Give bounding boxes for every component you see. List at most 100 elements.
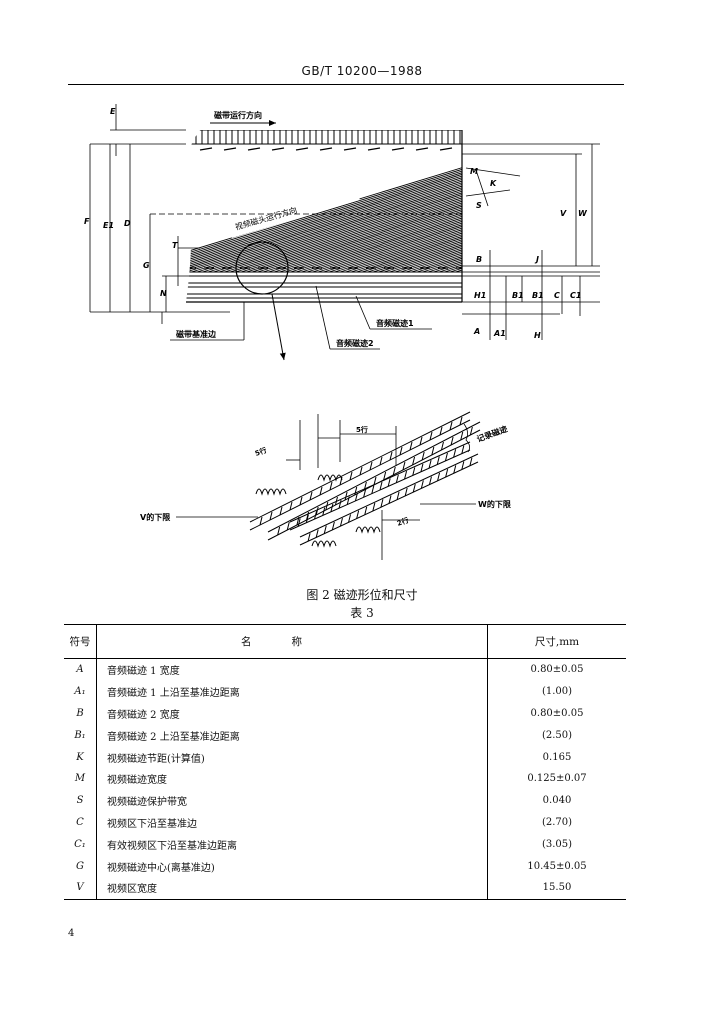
drawing-stroke [404,470,408,480]
drawing-stroke [367,149,462,273]
dim-label: D [124,219,131,228]
row-name: 音频磁迹 1 上沿至基准边距离 [96,680,488,703]
dim-label: K [490,179,497,188]
drawing-stroke [323,149,462,273]
audio-track-1-label: 音频磁迹1 [376,318,414,328]
detail-circle [235,241,289,295]
drawing-stroke [472,150,724,272]
drawing-stroke [334,149,462,273]
row-dimension: 0.80±0.05 [530,664,584,676]
drawing-stroke [183,149,462,273]
drawing-stroke [329,481,333,491]
drawing-stroke [453,449,457,458]
row-name: 视频区下沿至基准边 [96,811,488,834]
drawing-stroke [420,480,424,489]
drawing-stroke [224,149,462,273]
row-symbol: V [64,876,97,900]
drawing-stroke [286,521,290,531]
drawing-stroke [511,150,724,272]
tape-body [183,130,724,302]
lines-label: 5行 [356,425,368,434]
dim-label: E [110,107,116,116]
dim-label: F [84,217,90,226]
drawing-stroke [412,456,416,466]
drawing-stroke [489,150,724,272]
dim-label: N [160,289,167,298]
track-diagram: 视频磁头运行方向 磁带运行方向 E F E1 D G T N 磁带基准边 音频磁… [84,104,724,560]
drawing-stroke [467,150,724,272]
row-symbol: K [64,746,97,768]
row-name: 视频磁迹保护带宽 [96,789,488,812]
drawing-stroke [355,526,381,534]
drawing-stroke [183,149,462,273]
drawing-stroke [199,147,213,151]
drawing-stroke [372,149,462,273]
drawing-stroke [383,471,387,481]
drawing-stroke [269,511,273,521]
row-dimension: 0.80±0.05 [530,707,584,719]
drawing-stroke [396,491,400,500]
drawing-stroke [191,149,462,273]
drawing-stroke [338,500,342,509]
dim-label: A1 [493,329,506,338]
drawing-stroke [319,147,333,151]
drawing-stroke [416,149,462,273]
row-dimension: (2.70) [541,816,573,828]
drawing-stroke [289,501,293,511]
row-name: 有效视频区下沿至基准边距离 [96,833,488,856]
row-dimension: 15.50 [487,876,626,900]
drawing-stroke [483,150,724,272]
drawing-stroke [415,147,429,151]
col-header-dimension: 尺寸,mm [487,624,626,659]
drawing-stroke [279,506,283,516]
row-name: 音频磁迹 2 宽度 [96,702,488,725]
drawing-stroke [354,492,358,502]
drawing-stroke [196,149,462,273]
tape-direction-label: 磁带运行方向 [214,110,262,120]
drawing-stroke [247,147,261,151]
drawing-stroke [349,471,353,481]
drawing-stroke [445,468,449,478]
drawing-stroke [299,496,303,506]
drawing-stroke [255,488,287,496]
drawing-stroke [380,499,384,508]
row-symbol: G [64,855,97,877]
drawing-stroke [363,489,367,498]
drawing-stroke [343,147,357,151]
drawing-stroke [350,149,462,273]
drawing-stroke [431,446,435,456]
row-symbol: M [64,767,97,790]
drawing-stroke [322,507,326,516]
row-name: 视频区宽度 [96,876,488,900]
document-header: GB/T 10200—1988 [301,64,423,78]
dim-label: H1 [474,291,486,300]
drawing-stroke [373,476,377,486]
dim-label: C [554,291,560,300]
drawing-stroke [439,147,453,151]
row-symbol: C [64,811,97,834]
row-name: 视频磁迹中心(离基准边) [96,855,488,877]
drawing-stroke [235,149,462,273]
row-name: 视频磁迹宽度 [96,767,488,790]
drawing-stroke [306,149,462,273]
drawing-stroke [309,491,313,501]
drawing-stroke [379,456,383,466]
drawing-stroke [437,472,441,481]
drawing-stroke [429,431,433,441]
drawing-stroke [356,510,360,519]
drawing-stroke [289,441,471,523]
drawing-stroke [428,460,432,469]
drawing-stroke [440,441,444,451]
drawing-stroke [183,149,462,273]
drawing-stroke [359,466,363,476]
drawing-stroke [290,149,462,273]
dim-label: V [560,209,567,218]
lines-label: 2行 [396,515,410,528]
drawing-stroke [354,486,358,496]
drawing-stroke [279,149,462,273]
drawing-stroke [213,149,462,273]
